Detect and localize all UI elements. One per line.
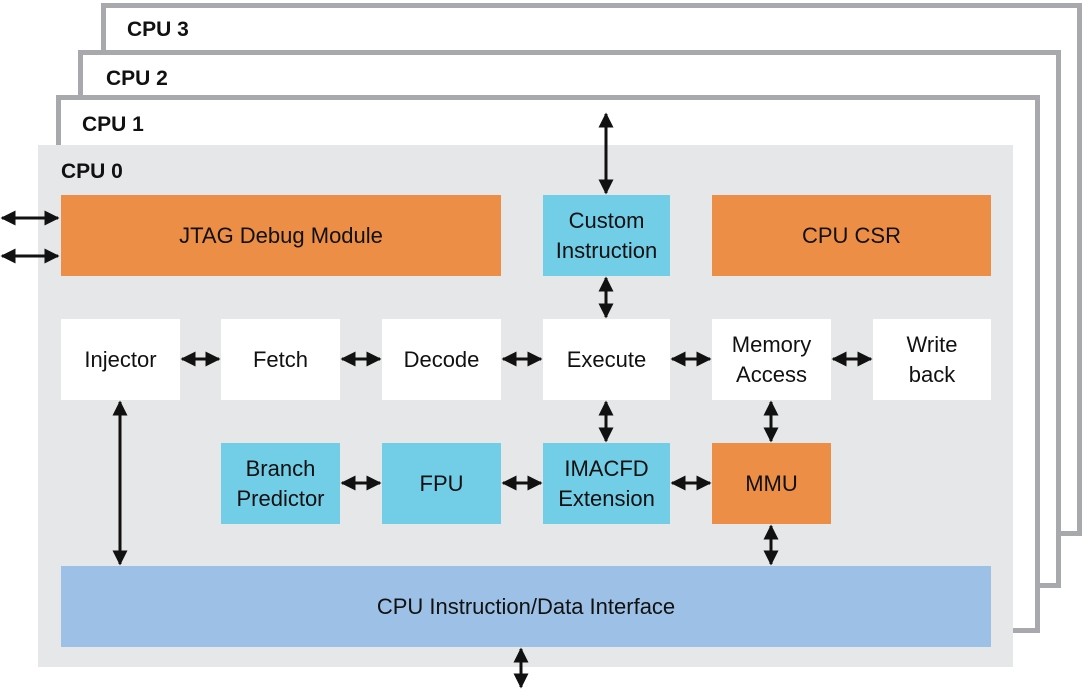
custom-instruction: Custom Instruction: [543, 195, 670, 276]
memory-access: Memory Access: [712, 319, 831, 400]
cpu1-label: CPU 1: [82, 113, 144, 136]
mmu: MMU: [712, 443, 831, 524]
imacfd-extension: IMACFD Extension: [543, 443, 670, 524]
decode: Decode: [382, 319, 501, 400]
jtag-debug-module: JTAG Debug Module: [61, 195, 501, 276]
fpu: FPU: [382, 443, 501, 524]
branch-predictor: Branch Predictor: [221, 443, 340, 524]
cpu-csr: CPU CSR: [712, 195, 991, 276]
fetch: Fetch: [221, 319, 340, 400]
execute: Execute: [543, 319, 670, 400]
write-back: Write back: [873, 319, 991, 400]
cpu3-label: CPU 3: [127, 18, 189, 41]
injector: Injector: [61, 319, 180, 400]
cpu2-label: CPU 2: [106, 67, 168, 90]
cpu0-label: CPU 0: [61, 160, 123, 183]
cpu-instruction-data-interface: CPU Instruction/Data Interface: [61, 566, 991, 647]
